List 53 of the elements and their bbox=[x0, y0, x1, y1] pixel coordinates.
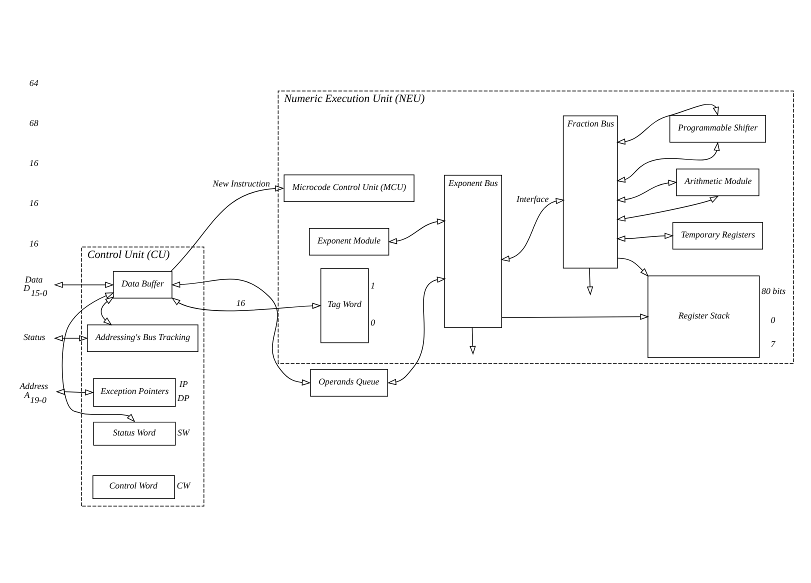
node-label: DP bbox=[178, 393, 190, 404]
edge-label: Interface bbox=[516, 194, 549, 204]
arrow bbox=[616, 104, 719, 145]
node-text: Status bbox=[23, 332, 46, 342]
arrow bbox=[62, 292, 136, 422]
label: 16 bbox=[29, 198, 38, 208]
arrow bbox=[171, 278, 311, 386]
edge-label: 16 bbox=[236, 298, 246, 308]
node-label: 1 bbox=[370, 280, 376, 291]
node-box: Exception Pointers bbox=[93, 378, 176, 407]
arrow bbox=[616, 196, 719, 222]
arrow bbox=[500, 198, 565, 262]
node-box: Status Word bbox=[93, 422, 176, 446]
node-box: Exponent Module bbox=[308, 228, 390, 256]
label: 68 bbox=[29, 118, 38, 128]
arrow bbox=[54, 282, 114, 288]
label: 16 bbox=[29, 158, 38, 168]
label: 64 bbox=[29, 78, 38, 88]
node-label: SW bbox=[178, 427, 190, 438]
arrow bbox=[170, 185, 284, 272]
node-box: Fraction Bus bbox=[562, 116, 618, 268]
arrow bbox=[616, 142, 720, 183]
node-box: Microcode Control Unit (MCU) bbox=[284, 174, 414, 202]
node-box: Arithmetic Module bbox=[676, 168, 760, 196]
arrow bbox=[470, 327, 476, 355]
node-box: Tag Word bbox=[320, 268, 369, 344]
node-label: IP bbox=[179, 378, 188, 389]
arrow bbox=[388, 218, 446, 244]
arrow bbox=[56, 388, 94, 396]
node-box: Data Buffer bbox=[112, 271, 172, 299]
arrow bbox=[100, 296, 114, 326]
arrow bbox=[586, 268, 594, 296]
node-label: 0 bbox=[770, 314, 776, 325]
node-label: 7 bbox=[770, 338, 776, 349]
node-label: 0 bbox=[370, 318, 376, 328]
arrow bbox=[616, 180, 678, 203]
node-box: Exponent Bus bbox=[444, 174, 502, 328]
node-label: CW bbox=[176, 480, 190, 491]
arrow bbox=[171, 298, 322, 312]
arrow bbox=[501, 314, 650, 320]
node-box: Operands Queue bbox=[310, 369, 388, 397]
label: 16 bbox=[29, 238, 38, 248]
node-box: Temporary Registers bbox=[672, 222, 764, 250]
node-box: Control Word bbox=[92, 475, 175, 500]
node-box: Programmable Shifter bbox=[669, 115, 766, 143]
arrow bbox=[54, 335, 88, 342]
node-box: Register Stack bbox=[648, 276, 760, 358]
arrow bbox=[387, 276, 446, 386]
arrow bbox=[616, 232, 674, 242]
arrow bbox=[617, 258, 649, 277]
node-box: Addressing's Bus Tracking bbox=[86, 324, 198, 352]
edge-label: New Instruction bbox=[212, 178, 270, 189]
node-label: 80 bits bbox=[762, 286, 786, 296]
